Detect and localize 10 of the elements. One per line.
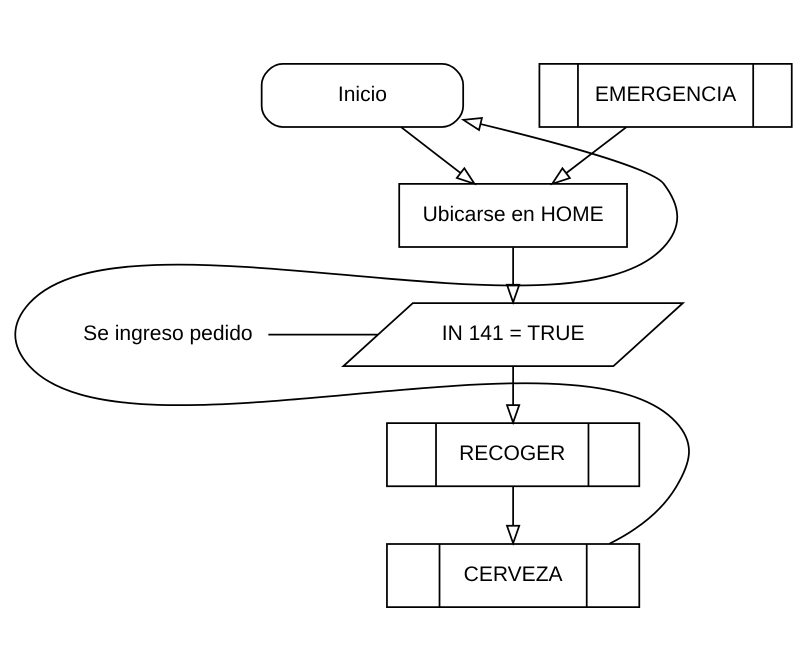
node-box: Ubicarse en HOME — [398, 182, 628, 248]
node-box: Inicio — [260, 62, 464, 128]
arrow — [506, 366, 520, 425]
arrow — [550, 126, 627, 185]
node-text: Se ingreso pedido — [83, 322, 253, 345]
arrow — [506, 486, 520, 546]
arrow — [506, 247, 520, 304]
connector — [268, 333, 378, 335]
arrow — [14, 116, 690, 544]
arrow — [400, 126, 477, 185]
